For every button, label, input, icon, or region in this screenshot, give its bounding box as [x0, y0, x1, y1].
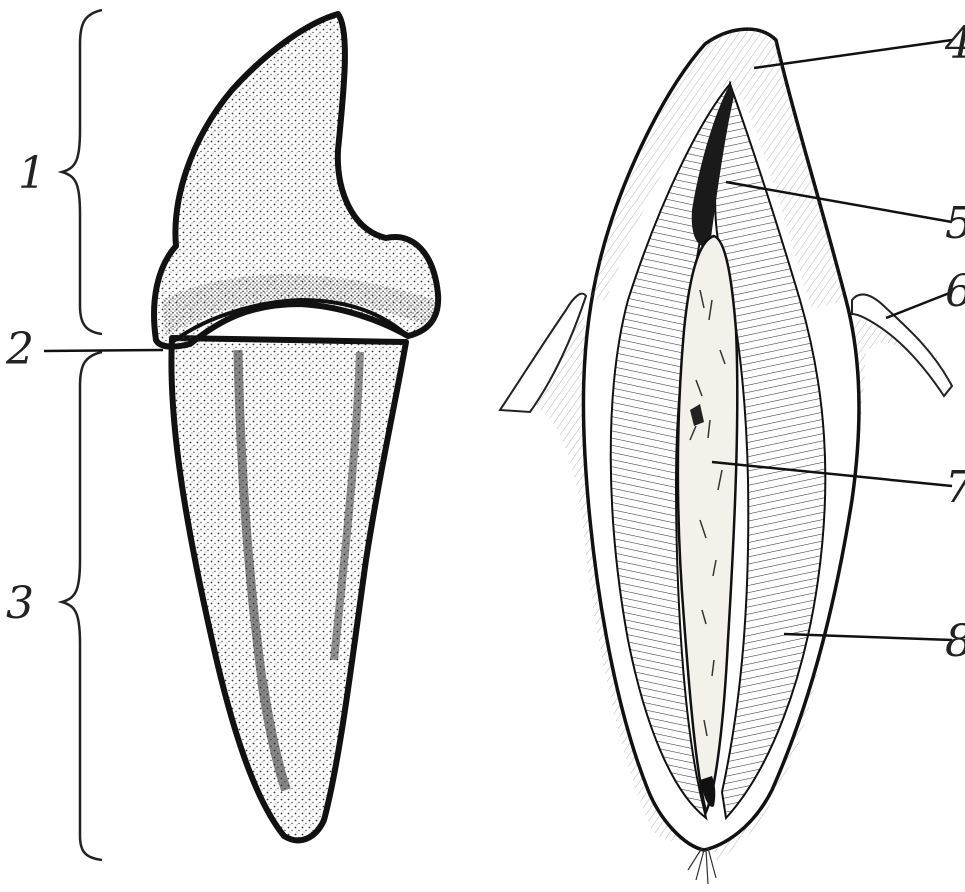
tooth-root — [171, 338, 406, 840]
apical-fibers — [688, 848, 716, 884]
label-7: 7 — [945, 462, 965, 513]
leader-line-4 — [754, 40, 952, 68]
label-1: 1 — [18, 148, 46, 199]
external-tooth-drawing — [154, 14, 438, 840]
label-4: 4 — [944, 18, 965, 69]
label-6: 6 — [945, 266, 965, 317]
label-3: 3 — [6, 578, 34, 629]
label-2: 2 — [5, 324, 34, 375]
root-bracket — [62, 352, 102, 860]
sectioned-tooth-drawing — [500, 29, 952, 884]
leader-line-2 — [44, 350, 163, 351]
crown-bracket — [62, 10, 102, 334]
label-8: 8 — [945, 616, 965, 667]
label-5: 5 — [945, 198, 965, 249]
leader-line-6 — [886, 292, 952, 318]
